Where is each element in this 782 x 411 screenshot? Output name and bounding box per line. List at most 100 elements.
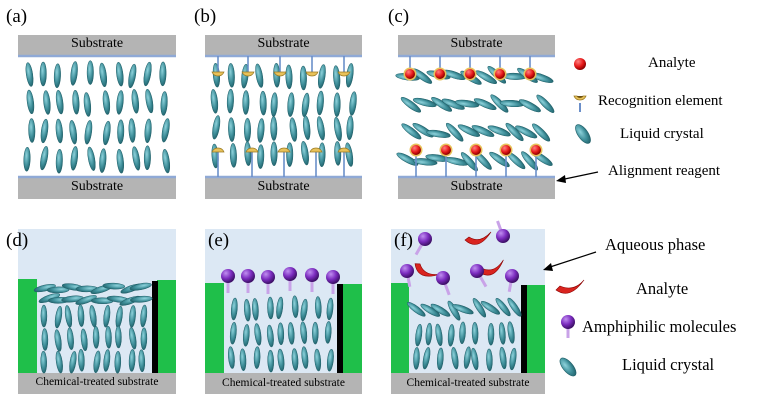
liquid-crystal-molecule: [401, 123, 422, 140]
liquid-crystal-molecule: [99, 148, 107, 173]
panel-c-letter: (c): [388, 6, 410, 27]
liquid-crystal-molecule: [487, 322, 495, 346]
liquid-crystal-molecule: [259, 90, 267, 116]
legend-aqueous-arrow: [546, 251, 597, 269]
liquid-crystal-molecule: [473, 98, 497, 110]
panel-a-top-substrate: [18, 35, 176, 56]
legend-recognition-element-icon: [573, 95, 587, 112]
liquid-crystal-molecule: [300, 321, 308, 344]
liquid-crystal-molecule: [413, 347, 420, 370]
liquid-crystal-molecule: [452, 304, 474, 315]
amphiphile-head: [496, 229, 510, 243]
liquid-crystal-molecule: [430, 303, 451, 317]
liquid-crystal-molecule: [242, 90, 250, 115]
liquid-crystal-molecule: [140, 304, 148, 328]
liquid-crystal-molecule: [83, 92, 92, 117]
liquid-crystal-molecule: [521, 151, 539, 171]
panel-e-amphiphilic-molecules: [221, 267, 340, 294]
recognition-element: [309, 147, 323, 153]
recognition-element: [337, 71, 351, 77]
liquid-crystal-molecule: [105, 326, 112, 349]
panel-f-green-wall-left: [391, 283, 409, 373]
liquid-crystal-molecule: [489, 151, 510, 168]
liquid-crystal-molecule: [426, 129, 451, 138]
liquid-crystal-molecule: [436, 347, 444, 371]
liquid-crystal-molecule: [130, 295, 153, 303]
liquid-crystal-molecule: [116, 90, 124, 115]
liquid-crystal-molecule: [301, 92, 310, 118]
recognition-element: [337, 147, 351, 153]
liquid-crystal-molecule: [346, 115, 354, 140]
liquid-crystal-molecule: [509, 347, 517, 371]
liquid-crystal-molecule: [270, 116, 278, 141]
legend-analyte-red-dot: [574, 58, 586, 70]
liquid-crystal-molecule: [55, 148, 63, 174]
liquid-crystal-molecule: [507, 297, 522, 317]
panel-f-letter: (f): [394, 230, 413, 251]
liquid-crystal-molecule: [40, 146, 49, 171]
liquid-crystal-molecule: [55, 89, 64, 115]
legend-alignment-arrowhead: [556, 175, 566, 183]
panel-b: [205, 35, 362, 199]
liquid-crystal-molecule: [312, 321, 319, 345]
liquid-crystal-molecule: [159, 61, 167, 87]
liquid-crystal-molecule: [435, 323, 443, 347]
liquid-crystal-molecule: [86, 60, 94, 85]
liquid-crystal-molecule: [67, 327, 74, 350]
liquid-crystal-molecule: [254, 323, 262, 346]
liquid-crystal-molecule: [78, 348, 85, 372]
liquid-crystal-molecule: [69, 120, 78, 145]
amphiphile-head: [283, 267, 297, 281]
liquid-crystal-molecule: [253, 346, 261, 369]
panel-e-letter: (e): [208, 230, 230, 251]
liquid-crystal-molecule: [103, 349, 111, 372]
panel-d-substrate: [18, 373, 176, 394]
recognition-element: [211, 71, 225, 77]
liquid-crystal-molecule: [102, 90, 111, 115]
bound-analyte: [441, 145, 451, 155]
liquid-crystal-molecule: [396, 152, 419, 166]
liquid-crystal-molecule: [334, 141, 342, 166]
liquid-crystal-molecule: [140, 327, 148, 351]
liquid-crystal-molecule: [227, 63, 235, 88]
liquid-crystal-molecule: [255, 63, 264, 88]
legend-recognition-element-label: Recognition element: [598, 93, 723, 109]
legend-liquid-crystal-bottom-label: Liquid crystal: [622, 355, 715, 374]
liquid-crystal-molecule: [495, 298, 511, 317]
liquid-crystal-molecule: [212, 115, 221, 140]
liquid-crystal-molecule: [460, 152, 478, 172]
panel-d-black-spacer: [152, 281, 158, 373]
liquid-crystal-molecule: [266, 324, 274, 348]
liquid-crystal-molecule: [303, 115, 311, 140]
liquid-crystal-molecule: [507, 321, 515, 344]
amphiphile-head: [326, 270, 340, 284]
liquid-crystal-molecule: [162, 148, 171, 174]
liquid-crystal-molecule: [287, 322, 295, 345]
liquid-crystal-molecule: [471, 321, 479, 345]
panel-b-letter: (b): [194, 6, 217, 27]
analyte-crescent: [464, 231, 492, 245]
liquid-crystal-molecule: [285, 64, 293, 90]
panel-e-substrate-label: Chemical-treated substrate: [222, 377, 345, 389]
liquid-crystal-molecule: [116, 62, 124, 87]
liquid-crystal-molecule: [425, 322, 433, 346]
liquid-crystal-molecule: [345, 142, 354, 167]
liquid-crystal-molecule: [40, 118, 49, 144]
panel-a-bottom-substrate-label: Substrate: [70, 179, 124, 194]
panel-f-substrate: [391, 373, 545, 394]
amphiphile-head: [241, 269, 255, 283]
liquid-crystal-molecule: [451, 347, 459, 370]
liquid-crystal-molecule: [72, 89, 80, 115]
liquid-crystal-molecule: [299, 65, 307, 91]
liquid-crystal-molecule: [316, 116, 325, 141]
legend-liquid-crystal-icon: [575, 124, 591, 144]
liquid-crystal-molecule: [115, 325, 122, 349]
liquid-crystal-molecule: [54, 329, 62, 352]
legend-liquid-crystal-icon-bottom: [559, 357, 577, 377]
liquid-crystal-molecule: [160, 91, 168, 116]
liquid-crystal-molecule: [333, 116, 342, 142]
liquid-crystal-molecule: [505, 122, 524, 142]
liquid-crystal-molecule: [239, 348, 247, 371]
liquid-crystal-molecule: [277, 348, 285, 372]
liquid-crystal-molecule: [291, 295, 299, 318]
